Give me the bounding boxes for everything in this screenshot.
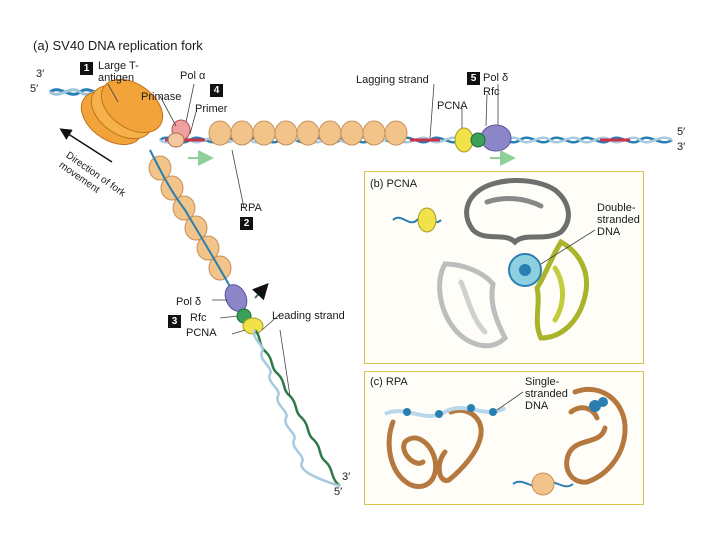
rpa-structure xyxy=(384,386,628,496)
diagram-title: (a) SV40 DNA replication fork xyxy=(33,38,203,53)
primase-label: Primase xyxy=(141,91,182,103)
leading-strand-dna xyxy=(252,329,341,488)
primer-label: Primer xyxy=(195,103,228,115)
step-4-badge: 4 xyxy=(210,84,223,97)
lagging-strand-label: Lagging strand xyxy=(356,74,429,86)
rpa-beads-lagging xyxy=(208,120,408,146)
end-5-prime-top-left: 5′ xyxy=(30,83,39,95)
large-t-antigen-helicase xyxy=(80,78,164,146)
pcna-structure xyxy=(392,178,596,349)
pcna-top-label: PCNA xyxy=(437,100,468,112)
end-3-prime-right: 3′ xyxy=(677,141,686,153)
leader-lines xyxy=(107,83,499,397)
pol-delta-complex-top xyxy=(454,124,512,153)
double-stranded-dna-label: Double- stranded DNA xyxy=(597,202,640,238)
pol-delta-left-label: Pol δ xyxy=(176,296,202,308)
single-stranded-dna-label: Single- stranded DNA xyxy=(525,376,568,412)
pol-alpha-label: Pol α xyxy=(180,70,206,82)
step-2-badge: 2 xyxy=(240,217,253,230)
step-5-badge: 5 xyxy=(467,72,480,85)
pcna-panel-title: (b) PCNA xyxy=(370,178,418,190)
leading-strand-label: Leading strand xyxy=(272,310,345,322)
rpa-panel: (c) RPA Single- stranded DNA xyxy=(364,371,644,505)
primase-pol-alpha xyxy=(167,119,191,148)
pcna-panel: (b) PCNA Double- stranded DNA xyxy=(364,171,644,364)
end-3-prime-bottom: 3′ xyxy=(342,471,351,483)
rpa-label: RPA xyxy=(240,202,262,214)
end-5-prime-bottom: 5′ xyxy=(334,486,343,498)
large-t-antigen-label: Large T- antigen xyxy=(98,60,139,84)
rpa-panel-title: (c) RPA xyxy=(370,376,408,388)
pol-delta-top-label: Pol δ xyxy=(483,72,509,84)
fork-direction-arrow xyxy=(59,128,113,163)
pcna-left-label: PCNA xyxy=(186,327,217,339)
end-3-prime-top-left: 3′ xyxy=(36,68,45,80)
step-3-badge: 3 xyxy=(168,315,181,328)
end-5-prime-right: 5′ xyxy=(677,126,686,138)
pol-delta-complex-left xyxy=(224,283,269,335)
rfc-top-label: Rfc xyxy=(483,86,500,98)
step-1-badge: 1 xyxy=(80,62,93,75)
rfc-left-label: Rfc xyxy=(190,312,207,324)
